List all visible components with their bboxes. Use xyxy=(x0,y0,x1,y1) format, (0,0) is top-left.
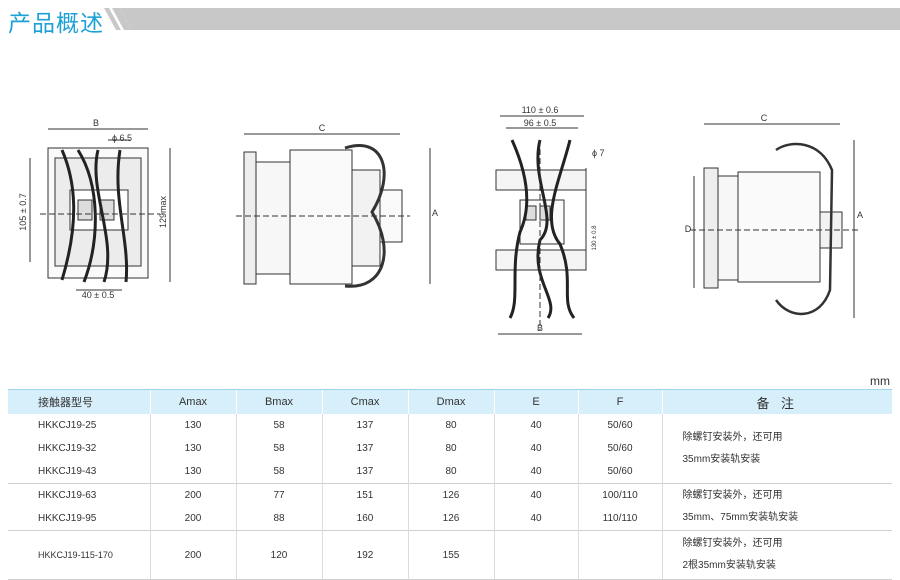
spec-table: 接触器型号 Amax Bmax Cmax Dmax E F 备 注 HKKCJ1… xyxy=(8,389,892,580)
cell-amax: 200 xyxy=(149,507,236,531)
cell-cmax: 160 xyxy=(321,507,408,531)
view3-dim-top2: 96 ± 0.5 xyxy=(524,118,556,128)
table-row: HKKCJ19-32 130 58 137 80 40 50/60 xyxy=(8,437,892,460)
unit-label: mm xyxy=(870,374,890,388)
cell-remark: 除螺钉安装外，还可用 35mm安装轨安装 xyxy=(661,414,892,484)
table-row: HKKCJ19-95 200 88 160 126 40 110/110 xyxy=(8,507,892,531)
cell-model: HKKCJ19-63 xyxy=(8,483,150,507)
section-title: 产品概述 xyxy=(8,11,104,37)
cell-dmax: 155 xyxy=(407,530,494,580)
cell-amax: 130 xyxy=(149,437,236,460)
remark-line: 除螺钉安装外，还可用 xyxy=(682,538,783,549)
header-f: F xyxy=(577,389,662,414)
front-view-drawing xyxy=(29,128,171,291)
cell-amax: 200 xyxy=(149,530,236,580)
cell-dmax: 80 xyxy=(407,460,494,484)
cell-remark: 除螺钉安装外，还可用 2根35mm安装轨安装 xyxy=(661,530,892,580)
cell-model: HKKCJ19-115-170 xyxy=(8,530,150,580)
cell-dmax: 126 xyxy=(407,483,494,507)
cell-bmax: 88 xyxy=(235,507,322,531)
view4-dim-d: D xyxy=(685,224,692,234)
cell-bmax: 77 xyxy=(235,483,322,507)
cell-model: HKKCJ19-95 xyxy=(38,513,97,524)
remark-line: 35mm安装轨安装 xyxy=(682,453,761,465)
cell-bmax: 58 xyxy=(235,460,322,484)
cell-e: 40 xyxy=(493,483,578,507)
header-bmax: Bmax xyxy=(235,389,322,414)
view1-dim-max: 129max xyxy=(158,195,168,228)
cell-model: HKKCJ19-43 xyxy=(38,466,97,477)
remark-line: 2根35mm安装轨安装 xyxy=(682,560,776,571)
view3-dim-hole: ϕ 7 xyxy=(592,148,605,158)
cell-f: 100/110 xyxy=(577,483,662,507)
remark-line: 除螺钉安装外，还可用 xyxy=(682,431,783,443)
cell-e: 40 xyxy=(493,414,578,437)
cell-dmax: 126 xyxy=(407,507,494,531)
cell-e: 40 xyxy=(493,437,578,460)
cell-bmax: 58 xyxy=(235,437,322,460)
cell-f: 50/60 xyxy=(577,414,662,437)
header-remark: 备 注 xyxy=(661,389,892,414)
header-cmax: Cmax xyxy=(321,389,408,414)
header-amax: Amax xyxy=(149,389,236,414)
cell-e: 40 xyxy=(493,460,578,484)
section-header: 产品概述 xyxy=(0,0,900,40)
cell-amax: 130 xyxy=(149,414,236,437)
table-row: HKKCJ19-43 130 58 137 80 40 50/60 xyxy=(8,460,892,484)
handle-view-drawing xyxy=(690,123,860,318)
header-banner xyxy=(104,8,900,30)
cell-model: HKKCJ19-32 xyxy=(38,443,97,454)
view4-dim-a: A xyxy=(857,210,863,220)
view3-dim-b: B xyxy=(537,323,543,333)
header-model: 接触器型号 xyxy=(8,389,150,414)
cell-amax: 130 xyxy=(149,460,236,484)
header-e: E xyxy=(493,389,578,414)
view4-dim-c: C xyxy=(761,113,768,123)
side-view-drawing xyxy=(236,133,431,288)
remark-line: 35mm、75mm安装轨安装 xyxy=(682,512,799,523)
view2-dim-c: C xyxy=(319,123,326,133)
cell-remark: 除螺钉安装外，还可用 35mm、75mm安装轨安装 xyxy=(661,483,892,531)
view1-dim-b: B xyxy=(93,118,99,128)
view2-dim-a: A xyxy=(432,208,438,218)
cell-f: 110/110 xyxy=(577,507,662,531)
cell-f: 50/60 xyxy=(577,460,662,484)
view3-dim-side: 130 ± 0.8 xyxy=(592,225,598,251)
header-dmax: Dmax xyxy=(407,389,494,414)
table-row: HKKCJ19-63 200 77 151 126 40 100/110 除螺钉… xyxy=(8,483,892,531)
wiring-view-drawing xyxy=(495,115,587,335)
cell-cmax: 137 xyxy=(321,437,408,460)
cell-f xyxy=(577,530,662,580)
cell-model: HKKCJ19-25 xyxy=(38,420,97,431)
table-row: HKKCJ19-25 130 58 137 80 40 50/60 除螺钉安装外… xyxy=(8,414,892,484)
cell-cmax: 137 xyxy=(321,414,408,437)
dimension-drawings: B ϕ 6.5 105 ± 0.7 129max 40 ± 0.5 C A 11… xyxy=(18,105,863,335)
view1-dim-bottom: 40 ± 0.5 xyxy=(82,290,114,300)
table-row: HKKCJ19-115-170 200 120 192 155 除螺钉安装外，还… xyxy=(8,530,892,580)
table-header-row: 接触器型号 Amax Bmax Cmax Dmax E F 备 注 xyxy=(8,389,892,414)
view3-dim-top1: 110 ± 0.6 xyxy=(522,105,559,115)
view1-dim-height: 105 ± 0.7 xyxy=(18,193,28,230)
cell-cmax: 192 xyxy=(321,530,408,580)
cell-e: 40 xyxy=(493,507,578,531)
cell-amax: 200 xyxy=(149,483,236,507)
cell-bmax: 120 xyxy=(235,530,322,580)
cell-e xyxy=(493,530,578,580)
cell-f: 50/60 xyxy=(577,437,662,460)
view1-dim-hole: ϕ 6.5 xyxy=(112,133,132,143)
cell-cmax: 151 xyxy=(321,483,408,507)
cell-cmax: 137 xyxy=(321,460,408,484)
cell-bmax: 58 xyxy=(235,414,322,437)
cell-dmax: 80 xyxy=(407,414,494,437)
cell-dmax: 80 xyxy=(407,437,494,460)
remark-line: 除螺钉安装外，还可用 xyxy=(682,490,783,501)
